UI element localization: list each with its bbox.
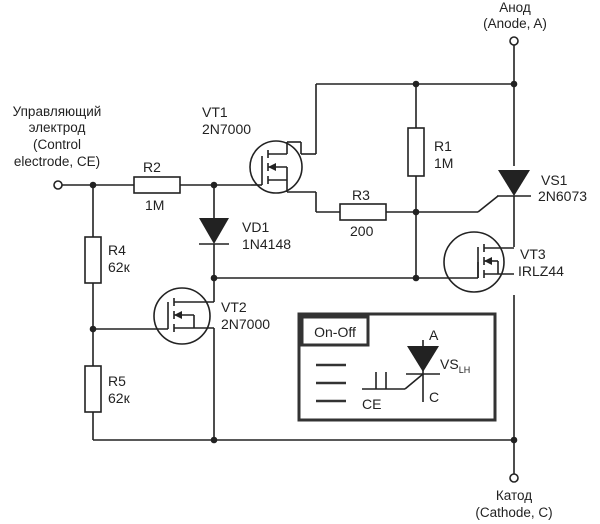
- r4-resistor: [84, 236, 102, 284]
- r5-value: 62к: [108, 390, 131, 406]
- r3-ref: R3: [352, 187, 370, 203]
- inset-gate-label: CE: [362, 396, 381, 412]
- r2-value: 1M: [145, 197, 164, 213]
- r1-value: 1M: [434, 155, 453, 171]
- junctions: [89, 80, 518, 444]
- r1-ref: R1: [434, 138, 452, 154]
- inset-cathode-label: C: [429, 389, 439, 405]
- inset-symbol-label: VSLH: [440, 356, 470, 375]
- vt2-mosfet: [153, 287, 215, 345]
- r2-ref: R2: [143, 159, 161, 175]
- svg-text:(Anode, A): (Anode, A): [483, 16, 547, 31]
- vs1-part: 2N6073: [538, 188, 587, 204]
- svg-text:Управляющий: Управляющий: [13, 104, 102, 119]
- vt1-ref: VT1: [202, 104, 228, 120]
- vs1-thyristor: [497, 170, 531, 197]
- vd1-diode: [199, 218, 229, 245]
- vd1-ref: VD1: [242, 219, 269, 235]
- r5-resistor: [84, 365, 102, 413]
- svg-text:electrode, CE): electrode, CE): [14, 154, 100, 169]
- on-off-label-box: [300, 315, 370, 347]
- vt2-part: 2N7000: [221, 316, 270, 332]
- svg-text:(Cathode, C): (Cathode, C): [475, 505, 552, 520]
- svg-text:Катод: Катод: [496, 488, 532, 503]
- anode-terminal: [509, 36, 519, 46]
- r3-value: 200: [350, 223, 374, 239]
- vt1-mosfet: [249, 140, 303, 194]
- r2-resistor: [133, 176, 181, 194]
- vt3-mosfet: [443, 231, 514, 293]
- cathode-label: Катод (Cathode, C): [475, 488, 552, 520]
- vt2-ref: VT2: [221, 299, 247, 315]
- inset-box: On-Off A C CE VSLH: [297, 312, 497, 422]
- vt3-part: IRLZ44: [518, 263, 564, 279]
- inset-thyristor-symbol: [362, 340, 440, 402]
- vt1-part: 2N7000: [202, 121, 251, 137]
- svg-text:Анод: Анод: [499, 0, 531, 15]
- control-electrode-label: Управляющий электрод (Control electrode,…: [13, 104, 102, 169]
- vs1-ref: VS1: [541, 172, 568, 188]
- svg-text:(Control: (Control: [33, 137, 81, 152]
- inset-anode-label: A: [429, 327, 439, 343]
- r5-ref: R5: [108, 373, 126, 389]
- vd1-part: 1N4148: [242, 236, 291, 252]
- svg-text:электрод: электрод: [29, 120, 86, 135]
- r3-resistor: [339, 203, 387, 221]
- r4-value: 62к: [108, 259, 131, 275]
- on-off-label: On-Off: [314, 324, 356, 340]
- cathode-terminal: [509, 473, 519, 483]
- r1-resistor: [407, 127, 425, 177]
- anode-label: Анод (Anode, A): [483, 0, 547, 31]
- control-terminal: [53, 180, 63, 190]
- vt3-ref: VT3: [520, 246, 546, 262]
- r4-ref: R4: [108, 242, 126, 258]
